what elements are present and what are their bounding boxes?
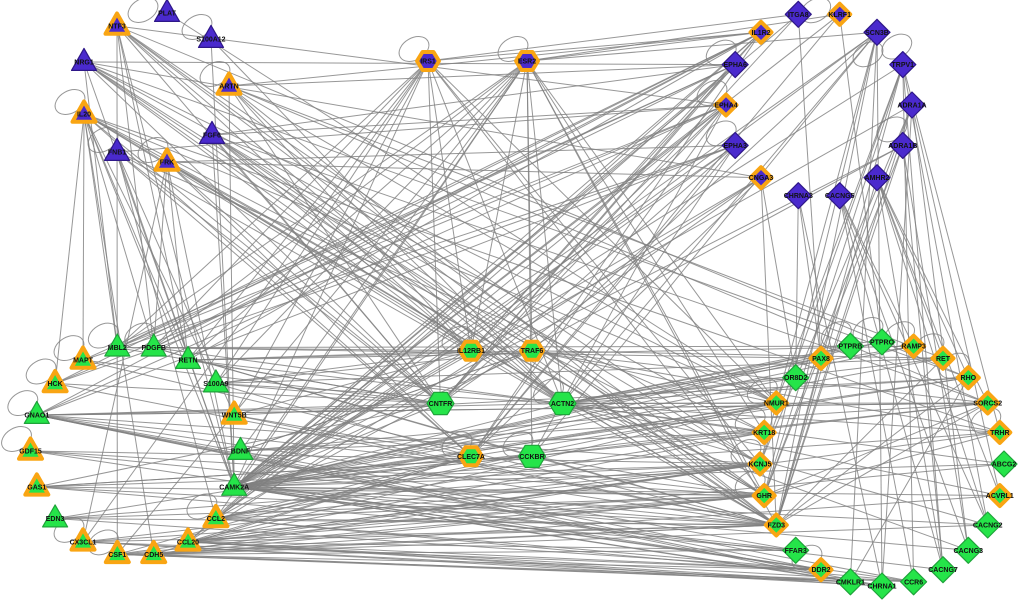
svg-text:S100A9: S100A9: [203, 381, 228, 388]
svg-text:ARTN: ARTN: [219, 84, 238, 91]
svg-text:RET: RET: [936, 356, 951, 363]
svg-text:MAPT: MAPT: [73, 358, 94, 365]
svg-text:CACNG2: CACNG2: [973, 523, 1003, 530]
svg-text:DDR2: DDR2: [811, 567, 830, 574]
svg-text:PLAT: PLAT: [158, 11, 176, 18]
svg-text:CCKBR: CCKBR: [519, 454, 544, 461]
svg-text:CMKLR1: CMKLR1: [836, 579, 865, 586]
svg-text:TRAF6: TRAF6: [521, 348, 544, 355]
svg-text:CACNG5: CACNG5: [825, 193, 855, 200]
svg-text:FNB1: FNB1: [108, 150, 126, 157]
svg-text:RAMP3: RAMP3: [901, 344, 926, 351]
svg-text:NRG1: NRG1: [74, 60, 94, 67]
svg-text:CDH5: CDH5: [144, 552, 163, 559]
svg-text:GAS1: GAS1: [27, 484, 46, 491]
svg-text:RHO: RHO: [961, 375, 977, 382]
svg-text:CHRNA1: CHRNA1: [867, 584, 896, 591]
svg-text:GHR: GHR: [756, 493, 772, 500]
svg-text:FZD3: FZD3: [768, 523, 786, 530]
svg-text:CNTFR: CNTFR: [429, 401, 453, 408]
svg-text:IL12RB1: IL12RB1: [457, 348, 485, 355]
svg-text:KCNJ5: KCNJ5: [749, 462, 772, 469]
svg-text:FFAR3: FFAR3: [785, 548, 807, 555]
svg-text:CACNG7: CACNG7: [928, 567, 958, 574]
svg-text:EPHA4: EPHA4: [714, 103, 737, 110]
svg-text:ABCG2: ABCG2: [992, 462, 1017, 469]
svg-text:PDGFB: PDGFB: [141, 345, 166, 352]
svg-text:PTPRO: PTPRO: [870, 340, 895, 347]
svg-text:TRHR: TRHR: [990, 430, 1009, 437]
svg-text:CSF1: CSF1: [108, 552, 126, 559]
svg-text:GDF15: GDF15: [19, 449, 42, 456]
svg-text:CCL2: CCL2: [207, 516, 225, 523]
svg-text:IL1R2: IL1R2: [751, 30, 770, 37]
svg-text:ADRA1B: ADRA1B: [888, 143, 917, 150]
svg-text:IL20: IL20: [77, 112, 91, 119]
svg-text:CCL20: CCL20: [177, 539, 199, 546]
svg-text:GNAO1: GNAO1: [24, 413, 49, 420]
svg-text:SORCS2: SORCS2: [973, 401, 1002, 408]
svg-text:TRPV1: TRPV1: [892, 62, 915, 69]
svg-text:FGF6: FGF6: [203, 133, 221, 140]
svg-text:ESR2: ESR2: [518, 59, 536, 66]
svg-text:S100A12: S100A12: [196, 37, 225, 44]
svg-text:NTF3: NTF3: [108, 24, 126, 31]
svg-text:EPHA3: EPHA3: [724, 143, 747, 150]
svg-text:AMHR2: AMHR2: [865, 175, 890, 182]
svg-text:KLRF1: KLRF1: [828, 12, 851, 19]
svg-text:CCR6: CCR6: [904, 579, 923, 586]
svg-text:ADRA1A: ADRA1A: [897, 103, 926, 110]
svg-text:IRS1: IRS1: [420, 59, 436, 66]
svg-text:CAMK2A: CAMK2A: [219, 484, 249, 491]
svg-text:PAX8: PAX8: [812, 356, 830, 363]
svg-text:RETN: RETN: [178, 358, 197, 365]
svg-text:EPHA6: EPHA6: [724, 62, 747, 69]
svg-text:CX3CL1: CX3CL1: [70, 539, 97, 546]
svg-text:EDN3: EDN3: [46, 516, 65, 523]
svg-text:ACTN2: ACTN2: [551, 401, 574, 408]
svg-text:CLEC7A: CLEC7A: [457, 454, 485, 461]
svg-text:CHRNA3: CHRNA3: [784, 193, 813, 200]
svg-text:KRT18: KRT18: [753, 430, 775, 437]
svg-text:NMUR1: NMUR1: [764, 401, 789, 408]
svg-text:SCN3B: SCN3B: [865, 30, 889, 37]
svg-text:MBL2: MBL2: [108, 345, 127, 352]
svg-text:BDNF: BDNF: [231, 449, 251, 456]
svg-text:FRK: FRK: [160, 160, 174, 167]
svg-text:CNGA3: CNGA3: [749, 175, 774, 182]
svg-text:ACVRL1: ACVRL1: [986, 493, 1014, 500]
svg-text:WNT5B: WNT5B: [222, 413, 247, 420]
svg-text:ITGA8: ITGA8: [788, 12, 809, 19]
svg-text:CACNG3: CACNG3: [954, 548, 984, 555]
svg-text:OR8D2: OR8D2: [784, 375, 807, 382]
svg-text:HCK: HCK: [48, 381, 63, 388]
svg-text:PTPRB: PTPRB: [839, 344, 863, 351]
